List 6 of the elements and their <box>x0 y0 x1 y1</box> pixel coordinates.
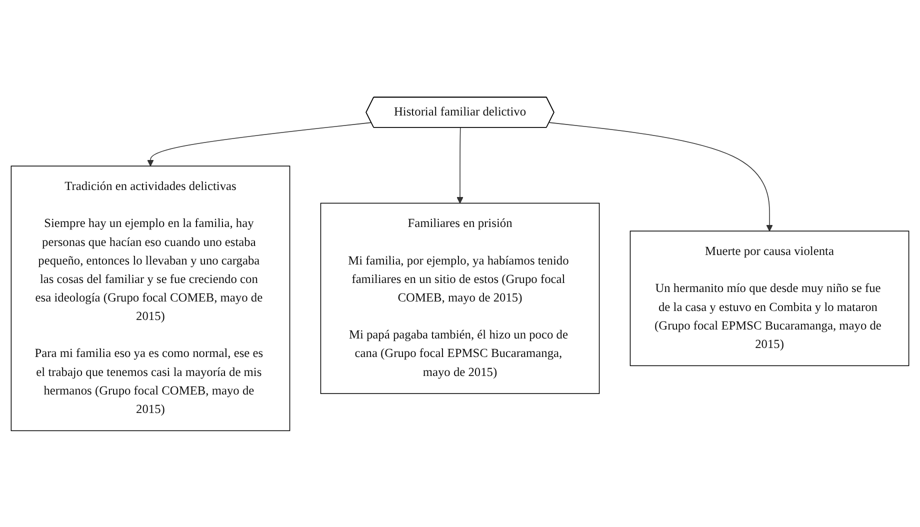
node-box: Tradición en actividades delictivas Siempre hay un ejemplo en la familia, hay personas que hacían eso cuando uno estaba pequeño, entonces lo llevaban y uno cargaba las cosas del familiar y se fue creciendo con esa ideología (Grupo focal COMEB, mayo de 2015) Para mi familia eso ya es como normal, ese es el trabajo que tenemos casi la mayoría de mis hermanos (Grupo focal COMEB, mayo de 2015) <box>10 165 290 431</box>
node-box: Muerte por causa violenta Un hermanito mío que desde muy niño se fue de la casa y estuvo en Combita y lo mataron (Grupo focal EPMSC Bucaramanga, mayo de 2015) <box>630 230 910 366</box>
arrow <box>549 122 773 231</box>
node-box: Familiares en prisión Mi familia, por ejemplo, ya habíamos tenido familiares en un sitio de estos (Grupo focal COMEB, mayo de 2015) Mi papá pagaba también, él hizo un poco de cana (Grupo focal EPMSC Bucaramanga, mayo de 2015) <box>320 202 600 394</box>
arrow <box>456 126 464 204</box>
arrow <box>147 122 372 166</box>
